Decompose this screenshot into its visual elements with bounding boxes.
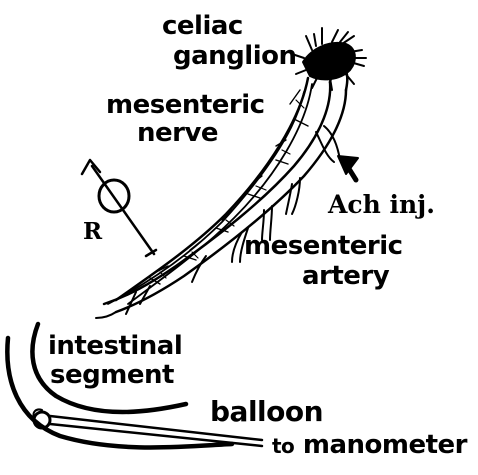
label-mesenteric-nerve-line1: mesenteric (106, 92, 265, 118)
ach-injection-arrow (338, 156, 358, 180)
label-ach-injection: Ach inj. (328, 192, 435, 217)
label-to-manometer: to manometer (272, 432, 467, 458)
label-mesenteric-artery-line1: mesenteric (244, 233, 403, 259)
label-celiac: celiac (162, 13, 243, 39)
label-mesenteric-artery-line2: artery (302, 263, 389, 289)
label-balloon: balloon (210, 398, 323, 426)
label-manometer: manometer (303, 430, 467, 460)
celiac-ganglion (292, 28, 366, 90)
label-mesenteric-nerve-line2: nerve (137, 120, 218, 146)
label-r: R (83, 220, 102, 243)
label-intestinal-segment-line1: intestinal (48, 333, 182, 359)
label-to: to (272, 434, 294, 458)
label-intestinal-segment-line2: segment (50, 362, 174, 388)
label-ganglion: ganglion (173, 43, 296, 69)
